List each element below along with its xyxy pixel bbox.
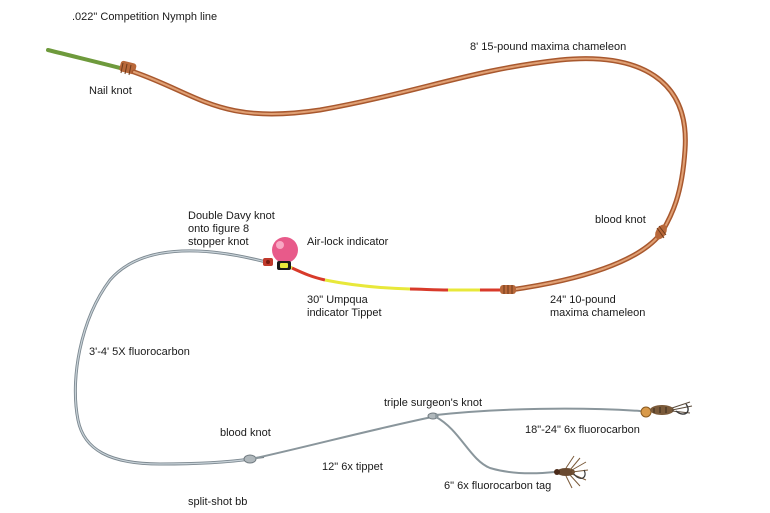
indicator-tippet-yellow-2 bbox=[324, 278, 411, 291]
indicator-tippet-red-1 bbox=[291, 266, 326, 282]
split-shot-label: split-shot bb bbox=[188, 496, 248, 508]
tippet-6x-label: 12" 6x tippet bbox=[322, 461, 383, 473]
maxima-8ft-label: 8' 15-pound maxima chameleon bbox=[470, 41, 627, 53]
double-davy-knot bbox=[263, 258, 273, 266]
nymph-line-label: .022" Competition Nymph line bbox=[72, 11, 218, 23]
fluorocarbon-6x-section bbox=[435, 407, 641, 416]
airlock-label: Air-lock indicator bbox=[307, 236, 389, 248]
indicator-tippet-red-2 bbox=[409, 287, 449, 292]
nail-knot-label: Nail knot bbox=[89, 85, 132, 97]
maxima-butt-section bbox=[131, 56, 688, 293]
fluoro-6x-label: 18"-24" 6x fluorocarbon bbox=[525, 424, 640, 436]
tippet-6x-section bbox=[255, 416, 433, 459]
tag-label: 6" 6x fluorocarbon tag bbox=[444, 480, 552, 492]
blood-knot-lower-label: blood knot bbox=[220, 427, 271, 439]
maxima-24in-label: 24" 10-pound maxima chameleon bbox=[550, 294, 646, 319]
fluorocarbon-tag bbox=[435, 416, 556, 475]
triple-surgeon-label: triple surgeon's knot bbox=[384, 397, 483, 409]
maxima-blood-knot bbox=[500, 285, 516, 294]
nymph-fly-line bbox=[46, 48, 126, 71]
double-davy-label: Double Davy knot onto figure 8 stopper k… bbox=[188, 210, 275, 248]
point-fly bbox=[640, 401, 693, 418]
dropper-fly bbox=[554, 455, 589, 489]
airlock-indicator bbox=[272, 237, 298, 270]
umpqua-label: 30" Umpqua indicator Tippet bbox=[307, 294, 382, 319]
blood-knot-upper-label: blood knot bbox=[595, 214, 646, 226]
fluoro-5x-label: 3'-4' 5X fluorocarbon bbox=[89, 346, 190, 358]
upper-blood-knot bbox=[655, 224, 667, 240]
